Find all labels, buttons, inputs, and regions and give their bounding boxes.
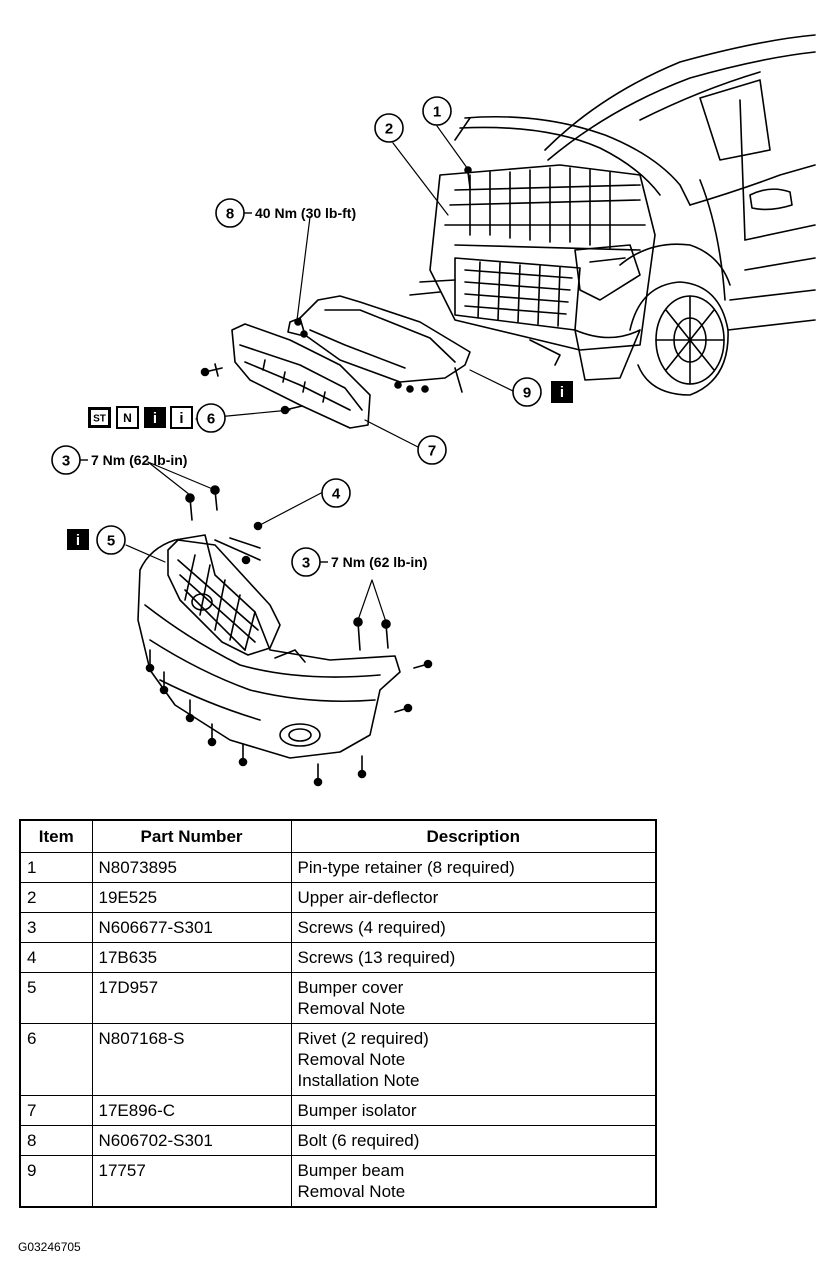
description-cell: Screws (13 required) [290, 942, 657, 973]
leader-lines [125, 125, 514, 623]
exploded-parts-diagram: 1 2 8 40 Nm (30 lb-ft) 9 i ST N i i 6 [51, 34, 816, 787]
description-line: Pin-type retainer (8 required) [297, 858, 515, 877]
part-number-cell: N8073895 [91, 852, 292, 883]
callout-9: 9 [512, 377, 542, 407]
description-line: Bumper beam [297, 1161, 405, 1180]
callout-3: 3 7 Nm (62 lb-in) [51, 445, 187, 475]
svg-text:6: 6 [207, 411, 215, 428]
description-line: Installation Note [297, 1071, 420, 1090]
info-icon: i [144, 407, 166, 428]
svg-text:3: 3 [62, 453, 70, 470]
part-number-cell: N606677-S301 [91, 912, 292, 943]
item-number-cell: 8 [19, 1125, 93, 1156]
svg-text:ST: ST [93, 414, 106, 425]
svg-text:1: 1 [433, 104, 441, 121]
column-header-item: Item [19, 819, 93, 853]
svg-text:7 Nm (62 lb-in): 7 Nm (62 lb-in) [91, 452, 187, 468]
new-part-icon: N [116, 406, 139, 429]
description-line: Bumper cover [297, 978, 404, 997]
column-header-part-number: Part Number [91, 819, 292, 853]
callout-4: 4 [321, 478, 351, 508]
description-cell: Screws (4 required) [290, 912, 657, 943]
description-cell: Bumper isolator [290, 1095, 657, 1126]
svg-text:N: N [123, 411, 132, 425]
info-icon: i [67, 529, 89, 550]
svg-text:7: 7 [428, 443, 436, 460]
svg-text:7 Nm (62 lb-in): 7 Nm (62 lb-in) [331, 554, 427, 570]
svg-text:9: 9 [523, 385, 531, 402]
svg-text:5: 5 [107, 533, 115, 550]
callout-7: 7 [417, 435, 447, 465]
svg-text:2: 2 [385, 121, 393, 138]
svg-text:8: 8 [226, 206, 234, 223]
callout-8: 8 40 Nm (30 lb-ft) [215, 198, 356, 228]
description-line: Rivet (2 required) [297, 1029, 429, 1048]
item-number-cell: 6 [19, 1023, 93, 1096]
bumper-beam [287, 295, 471, 393]
svg-text:i: i [153, 410, 157, 427]
description-line: Screws (4 required) [297, 918, 446, 937]
item-number-cell: 7 [19, 1095, 93, 1126]
item-number-cell: 5 [19, 972, 93, 1024]
item-number-cell: 3 [19, 912, 93, 943]
special-tool-icon: ST [88, 407, 111, 428]
info-outline-icon: i [170, 406, 193, 429]
description-line: Bumper isolator [297, 1101, 417, 1120]
description-line: Removal Note [297, 1050, 406, 1069]
description-line: Screws (13 required) [297, 948, 456, 967]
part-number-cell: N606702-S301 [91, 1125, 292, 1156]
description-line: Removal Note [297, 999, 406, 1018]
description-line: Removal Note [297, 1182, 406, 1201]
bumper-cover [137, 534, 401, 759]
description-line: Bolt (6 required) [297, 1131, 420, 1150]
svg-text:4: 4 [332, 486, 341, 503]
part-number-cell: 17B635 [91, 942, 292, 973]
description-cell: Bolt (6 required) [290, 1125, 657, 1156]
part-number-cell: 19E525 [91, 882, 292, 913]
svg-text:i: i [76, 532, 80, 549]
item-number-cell: 2 [19, 882, 93, 913]
svg-text:3: 3 [302, 555, 310, 572]
description-line: Upper air-deflector [297, 888, 439, 907]
bumper-isolator [231, 323, 371, 429]
table-header-row: Item Part Number Description [19, 819, 657, 853]
part-number-cell: 17757 [91, 1155, 292, 1208]
figure-id: G03246705 [18, 1240, 81, 1254]
description-cell: Pin-type retainer (8 required) [290, 852, 657, 883]
vehicle-front-illustration [409, 34, 816, 396]
fasteners [145, 166, 472, 787]
part-number-cell: 17D957 [91, 972, 292, 1024]
part-number-cell: 17E896-C [91, 1095, 292, 1126]
callout-6: 6 [196, 403, 226, 433]
part-number-cell: N807168-S [91, 1023, 292, 1096]
callout-3-right: 3 7 Nm (62 lb-in) [291, 547, 427, 577]
item-number-cell: 1 [19, 852, 93, 883]
callout-1: 1 [422, 96, 452, 126]
svg-text:i: i [560, 384, 564, 401]
callout-5: 5 [96, 525, 126, 555]
svg-text:40 Nm (30 lb-ft): 40 Nm (30 lb-ft) [255, 205, 356, 221]
info-icon: i [551, 381, 573, 403]
item-number-cell: 9 [19, 1155, 93, 1208]
description-cell: Upper air-deflector [290, 882, 657, 913]
rivets [200, 363, 303, 415]
column-header-description: Description [290, 819, 657, 853]
svg-text:i: i [179, 410, 183, 427]
callout-2: 2 [374, 113, 404, 143]
item-number-cell: 4 [19, 942, 93, 973]
